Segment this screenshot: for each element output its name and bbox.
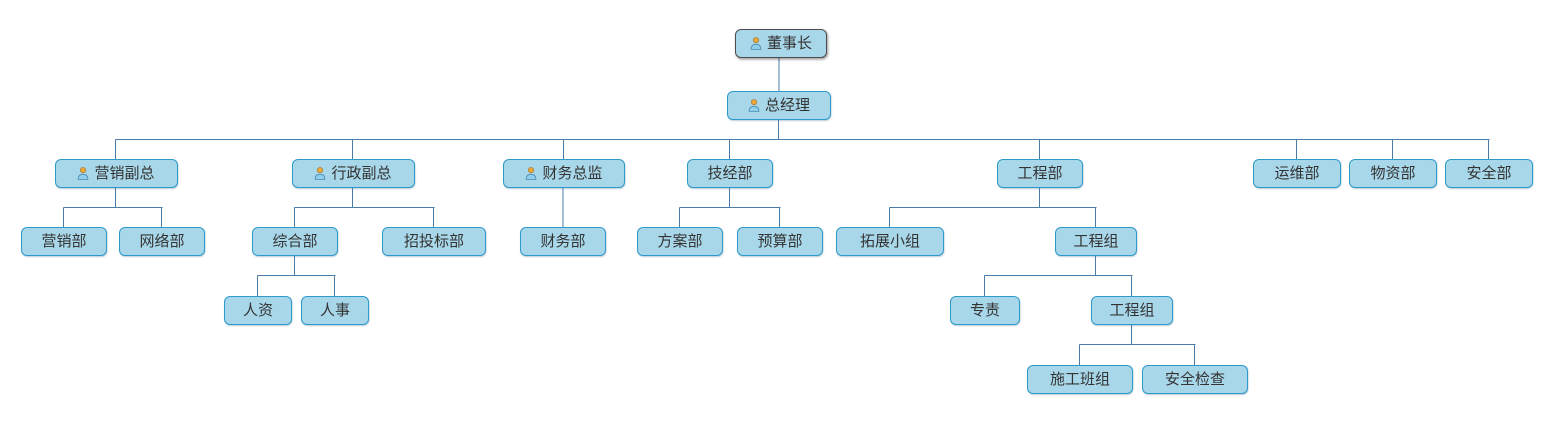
- org-node-engineering-group-1[interactable]: 工程组: [1055, 227, 1137, 256]
- org-node-label: 施工班组: [1049, 370, 1110, 388]
- org-node-network-dept[interactable]: 网络部: [119, 227, 205, 256]
- org-node-label: 人资: [242, 301, 273, 319]
- person-icon: [750, 37, 762, 50]
- org-node-label: 总经理: [764, 96, 810, 114]
- org-node-label: 董事长: [766, 34, 812, 52]
- org-node-label: 财务部: [540, 232, 586, 250]
- org-node-hr-personnel[interactable]: 人事: [301, 296, 369, 325]
- org-node-chairman[interactable]: 董事长: [735, 29, 827, 58]
- org-node-materials-dept[interactable]: 物资部: [1349, 159, 1437, 188]
- org-node-label: 物资部: [1370, 164, 1416, 182]
- org-node-admin-vp[interactable]: 行政副总: [291, 159, 415, 188]
- org-node-expansion-team[interactable]: 拓展小组: [836, 227, 944, 256]
- org-node-general-affairs-dept[interactable]: 综合部: [252, 227, 338, 256]
- org-node-label: 营销副总: [94, 164, 155, 182]
- org-node-tech-econ-dept[interactable]: 技经部: [687, 159, 773, 188]
- org-node-plan-dept[interactable]: 方案部: [637, 227, 723, 256]
- org-node-om-dept[interactable]: 运维部: [1253, 159, 1341, 188]
- org-node-label: 运维部: [1274, 164, 1320, 182]
- org-node-label: 工程部: [1017, 164, 1063, 182]
- org-node-marketing-vp[interactable]: 营销副总: [54, 159, 178, 188]
- org-node-hr-resources[interactable]: 人资: [224, 296, 292, 325]
- org-node-finance-dept[interactable]: 财务部: [520, 227, 606, 256]
- org-node-safety-dept[interactable]: 安全部: [1445, 159, 1533, 188]
- org-node-label: 技经部: [707, 164, 753, 182]
- person-icon: [77, 167, 89, 180]
- org-node-engineering-dept[interactable]: 工程部: [997, 159, 1083, 188]
- org-node-label: 拓展小组: [859, 232, 920, 250]
- person-icon: [525, 167, 537, 180]
- org-node-label: 工程组: [1073, 232, 1119, 250]
- org-node-label: 营销部: [41, 232, 87, 250]
- org-node-label: 招投标部: [403, 232, 464, 250]
- org-node-construction-team[interactable]: 施工班组: [1027, 365, 1133, 394]
- org-node-bidding-dept[interactable]: 招投标部: [382, 227, 486, 256]
- org-node-label: 预算部: [757, 232, 803, 250]
- org-node-label: 行政副总: [331, 164, 392, 182]
- org-node-label: 综合部: [272, 232, 318, 250]
- org-node-safety-inspection[interactable]: 安全检查: [1142, 365, 1248, 394]
- org-node-general-manager[interactable]: 总经理: [727, 91, 831, 120]
- person-icon: [314, 167, 326, 180]
- org-node-label: 网络部: [139, 232, 185, 250]
- org-node-specialist[interactable]: 专责: [950, 296, 1020, 325]
- org-node-budget-dept[interactable]: 预算部: [737, 227, 823, 256]
- org-node-label: 安全部: [1466, 164, 1512, 182]
- org-node-label: 安全检查: [1164, 370, 1225, 388]
- org-node-engineering-group-2[interactable]: 工程组: [1091, 296, 1173, 325]
- org-node-marketing-dept[interactable]: 营销部: [21, 227, 107, 256]
- connector-path: [63, 58, 1490, 365]
- org-node-label: 专责: [969, 301, 1000, 319]
- org-node-label: 工程组: [1109, 301, 1155, 319]
- org-node-label: 财务总监: [542, 164, 603, 182]
- org-node-finance-director[interactable]: 财务总监: [503, 159, 625, 188]
- person-icon: [748, 99, 760, 112]
- org-node-label: 人事: [319, 301, 350, 319]
- org-node-label: 方案部: [657, 232, 703, 250]
